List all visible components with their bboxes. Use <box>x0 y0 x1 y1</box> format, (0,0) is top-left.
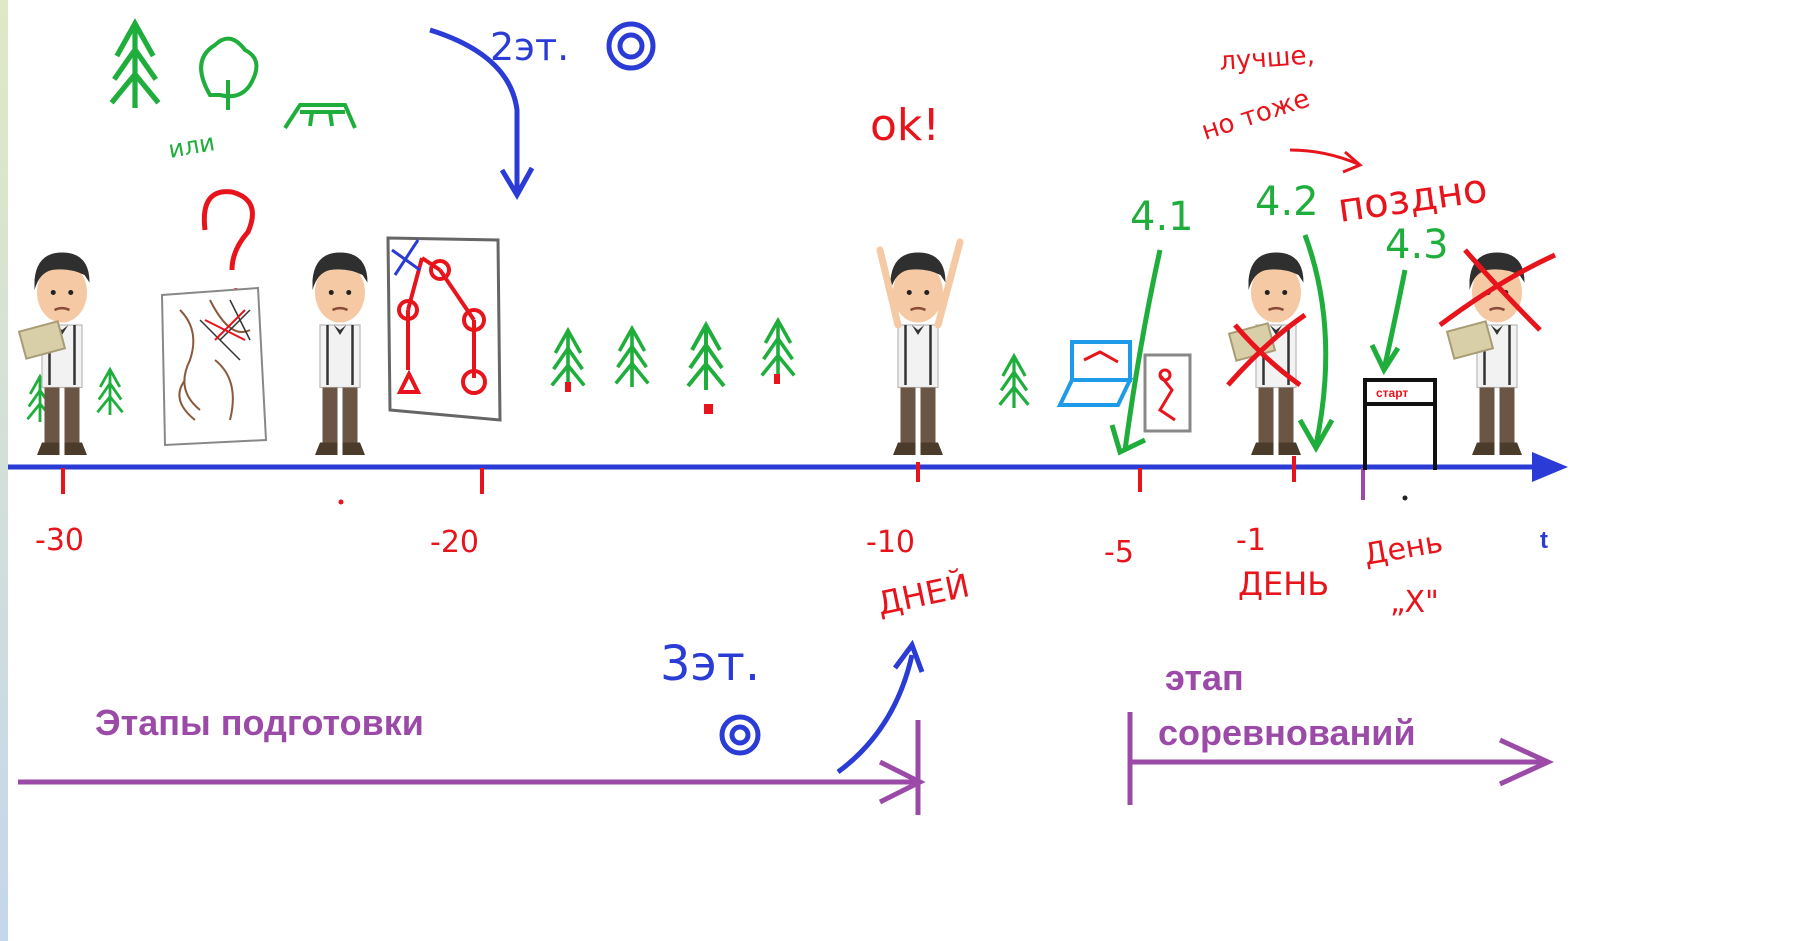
target-icon-stage3 <box>719 714 761 756</box>
better-label: лучше, <box>1218 40 1315 77</box>
person-doubtful-2 <box>311 251 369 457</box>
but-also-label: но тоже <box>1198 84 1313 147</box>
stump-icon <box>283 103 357 130</box>
late-pointer-arrow <box>1289 148 1359 166</box>
question-mark <box>201 189 255 271</box>
tick-label-minus-20: -20 <box>430 525 479 560</box>
stage2-arrow <box>429 27 520 190</box>
axis-dot <box>338 499 344 505</box>
path-4-3-arrowhead <box>1369 343 1401 376</box>
tick-sublabel-days: ДНЕЙ <box>874 566 973 623</box>
cross-mark <box>1226 248 1557 388</box>
time-axis-arrowhead <box>1532 452 1568 482</box>
stage3-arrowhead <box>892 639 925 673</box>
comp-phase-label-line2: соревнований <box>1158 712 1416 753</box>
or-label: или <box>166 128 217 164</box>
comp-phase-label-line1: этап <box>1165 657 1244 698</box>
late-pointer-arrowhead <box>1342 150 1363 174</box>
tick-label-minus-30: -30 <box>35 523 84 558</box>
person-cheering <box>889 251 947 457</box>
tick-label-day: День <box>1361 525 1445 573</box>
left-edge-strip <box>0 0 8 941</box>
small-map-icon <box>1143 353 1192 433</box>
axis-t-label: t <box>1540 527 1548 554</box>
start-gate <box>1363 378 1437 470</box>
comp-phase-arrowhead <box>1498 737 1555 787</box>
tick-label-minus-1: -1 <box>1236 523 1266 558</box>
target-icon-stage2 <box>606 21 656 71</box>
start-sign-label: старт <box>1376 386 1408 400</box>
path-4-3-label: 4.3 <box>1385 222 1449 268</box>
axis-ticks <box>61 456 1296 494</box>
path-4-1-arrowhead <box>1109 424 1147 456</box>
tick-label-minus-5: -5 <box>1104 535 1134 570</box>
tick-sublabel-day: ДЕНЬ <box>1238 565 1329 603</box>
stage3-label: 3эт. <box>660 636 760 692</box>
tick-sublabel-x: „X" <box>1390 585 1439 620</box>
path-4-3-arrow <box>1382 269 1408 366</box>
deciduous-tree-icon <box>199 36 259 110</box>
path-4-2-label: 4.2 <box>1255 179 1319 225</box>
path-4-2-arrow <box>1302 234 1329 446</box>
route-sketch <box>386 236 502 422</box>
path-4-1-arrow <box>1122 249 1163 451</box>
axis-dot <box>1402 495 1408 501</box>
prep-phase-label: Этапы подготовки <box>95 702 424 743</box>
path-4-1-label: 4.1 <box>1130 194 1194 240</box>
ok-label: ok! <box>870 100 940 151</box>
laptop-icon <box>1056 340 1134 407</box>
stage2-arrowhead <box>499 166 535 200</box>
tick-label-minus-10: -10 <box>866 525 915 560</box>
path-4-2-arrowhead <box>1297 418 1335 454</box>
raised-arms <box>876 238 964 329</box>
stage2-label: 2эт. <box>490 25 569 69</box>
stage3-arrow <box>836 654 915 775</box>
control-points <box>565 374 780 414</box>
map-sketch <box>160 286 268 447</box>
